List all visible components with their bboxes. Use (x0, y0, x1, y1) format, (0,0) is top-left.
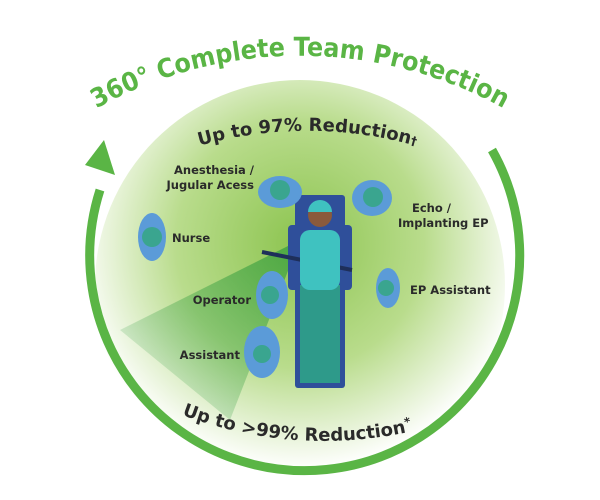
radiation-beam (120, 240, 300, 420)
label-assistant: Assistant (180, 348, 241, 362)
staff-ep-assistant (376, 268, 400, 308)
arrowhead-icon (85, 140, 115, 175)
staff-echo (352, 180, 392, 216)
protection-ring (85, 147, 525, 476)
staff-nurse (138, 213, 166, 261)
patient (300, 200, 340, 290)
label-echo: Echo /Implanting EP (398, 201, 489, 230)
label-anesthesia: Anesthesia /Jugular Acess (166, 163, 255, 192)
staff-assistant (244, 326, 280, 378)
label-ep-assistant: EP Assistant (410, 283, 491, 297)
staff-operator (256, 271, 288, 319)
label-nurse: Nurse (172, 231, 210, 245)
label-operator: Operator (193, 293, 252, 307)
staff-anesthesia (258, 176, 302, 208)
